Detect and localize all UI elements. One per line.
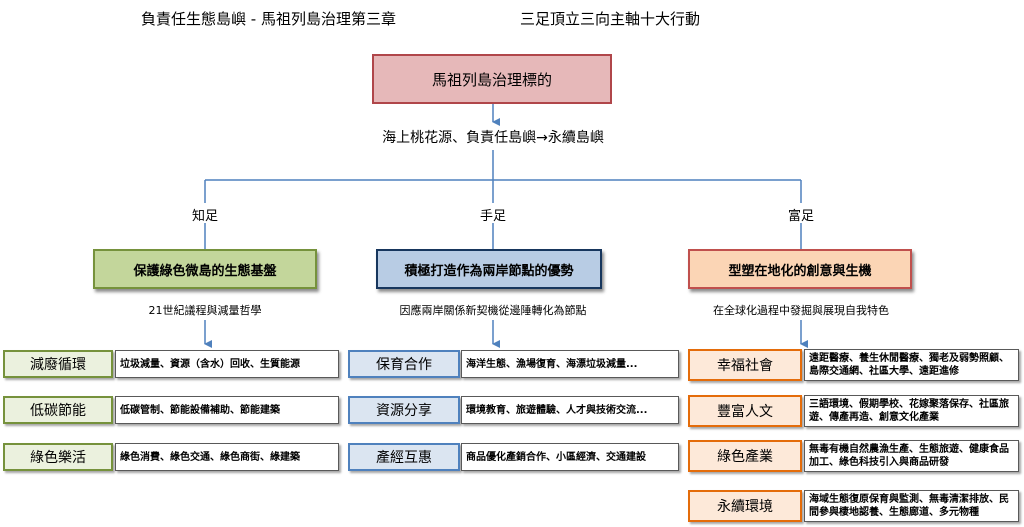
action-item-name: 減廢循環 xyxy=(3,350,113,378)
action-item-name: 綠色樂活 xyxy=(3,443,113,471)
action-item-name: 資源分享 xyxy=(348,396,460,424)
action-item-detail: 海洋生態、漁場復育、海漂垃圾減量... xyxy=(461,350,679,378)
branch-label-zhizu: 知足 xyxy=(191,209,218,224)
header-right-title: 三足頂立三向主軸十大行動 xyxy=(520,10,701,28)
branch-label-shouzu: 手足 xyxy=(479,209,506,224)
action-item-detail: 商品優化產銷合作、小區經濟、交通建設 xyxy=(461,443,679,471)
pillar-creativity: 型塑在地化的創意與生機 xyxy=(688,249,912,289)
action-item-detail: 低碳管制、節能設備補助、節能建築 xyxy=(115,396,339,424)
action-item-name: 保育合作 xyxy=(348,350,460,378)
subtitle-cross-strait: 因應兩岸關係新契機從邊陲轉化為節點 xyxy=(399,304,587,317)
subtitle-ecology: 21世紀議程與減量哲學 xyxy=(148,304,262,317)
branch-label-fuzu: 富足 xyxy=(787,209,814,224)
action-item-name: 綠色產業 xyxy=(688,440,802,472)
pillar-ecology: 保護綠色微島的生態基盤 xyxy=(93,249,317,289)
action-item-name: 永續環境 xyxy=(688,490,802,522)
action-item-name: 低碳節能 xyxy=(3,396,113,424)
action-item-name: 產經互惠 xyxy=(348,443,460,471)
action-item-detail: 無毒有機自然農漁生產、生態旅遊、健康食品加工、綠色科技引入與商品研發 xyxy=(804,440,1019,472)
action-item-detail: 環境教育、旅遊體驗、人才與技術交流... xyxy=(461,396,679,424)
action-item-detail: 垃圾減量、資源（含水）回收、生質能源 xyxy=(115,350,339,378)
action-item-detail: 遠距醫療、養生休閒醫療、獨老及弱勢照顧、島際交通網、社區大學、遠距進修 xyxy=(804,349,1019,381)
pillar-cross-strait: 積極打造作為兩岸節點的優勢 xyxy=(376,249,602,289)
vision-statement: 海上桃花源、負責任島嶼→永續島嶼 xyxy=(382,130,604,146)
action-item-name: 幸福社會 xyxy=(688,349,802,381)
action-item-detail: 三語環境、假期學校、花嫁聚落保存、社區旅遊、傳產再造、創意文化產業 xyxy=(804,395,1019,427)
root-goal-box: 馬祖列島治理標的 xyxy=(372,54,612,104)
action-item-name: 豐富人文 xyxy=(688,395,802,427)
action-item-detail: 海域生態復原保育與監測、無毒清潔排放、民間參與棲地認養、生態廊道、多元物種 xyxy=(804,490,1019,522)
header-left-title: 負責任生態島嶼 - 馬祖列島治理第三章 xyxy=(141,10,396,28)
subtitle-creativity: 在全球化過程中發掘與展現自我特色 xyxy=(713,304,889,317)
action-item-detail: 綠色消費、綠色交通、綠色商街、綠建築 xyxy=(115,443,339,471)
